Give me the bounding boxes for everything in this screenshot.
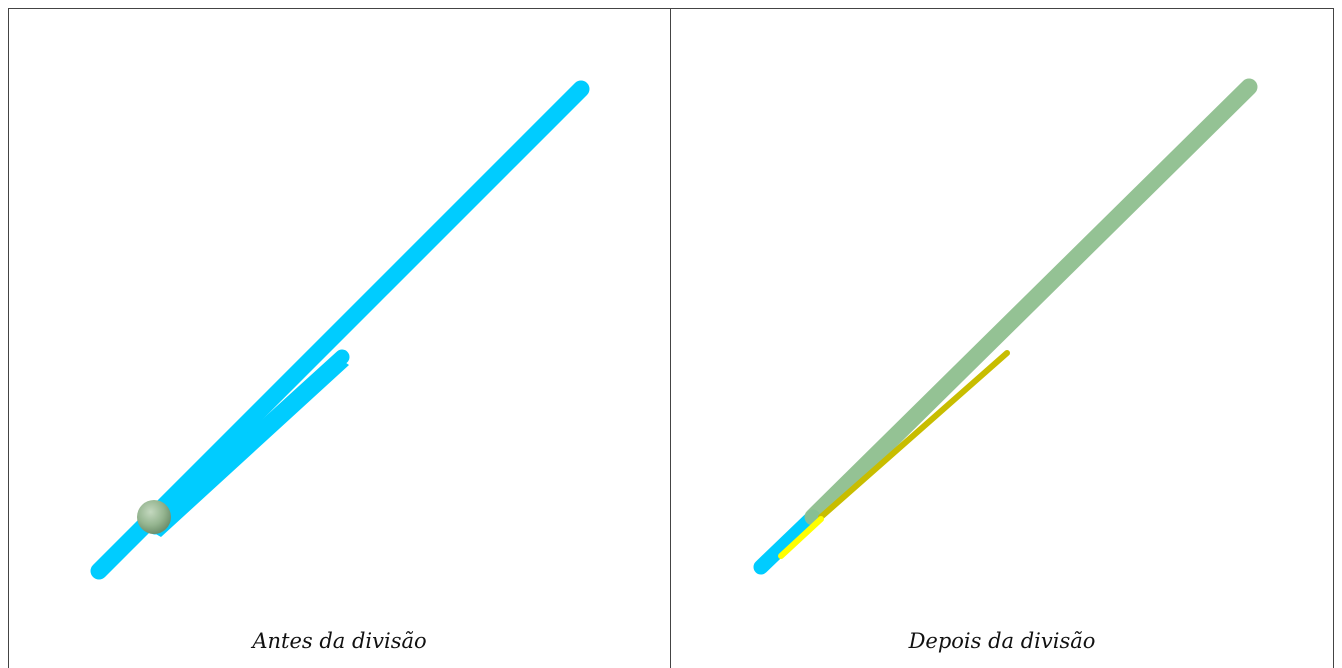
panel-after-split: Depois da divisão [671, 9, 1333, 668]
short-linestring-cap [147, 349, 350, 535]
long-segment-after [804, 78, 1258, 526]
tail-highlight [778, 516, 824, 559]
short-segment-after [818, 350, 1010, 520]
caption-before: Antes da divisão [252, 629, 427, 653]
long-linestring [90, 80, 590, 580]
tail-segment [753, 509, 821, 575]
before-split-illustration [90, 80, 590, 580]
after-split-illustration [753, 78, 1258, 575]
figure-table: Antes da divisão Depois da divisão [8, 8, 1334, 668]
caption-after: Depois da divisão [908, 629, 1096, 653]
split-point [137, 500, 171, 534]
panel-before-split: Antes da divisão [9, 9, 671, 668]
